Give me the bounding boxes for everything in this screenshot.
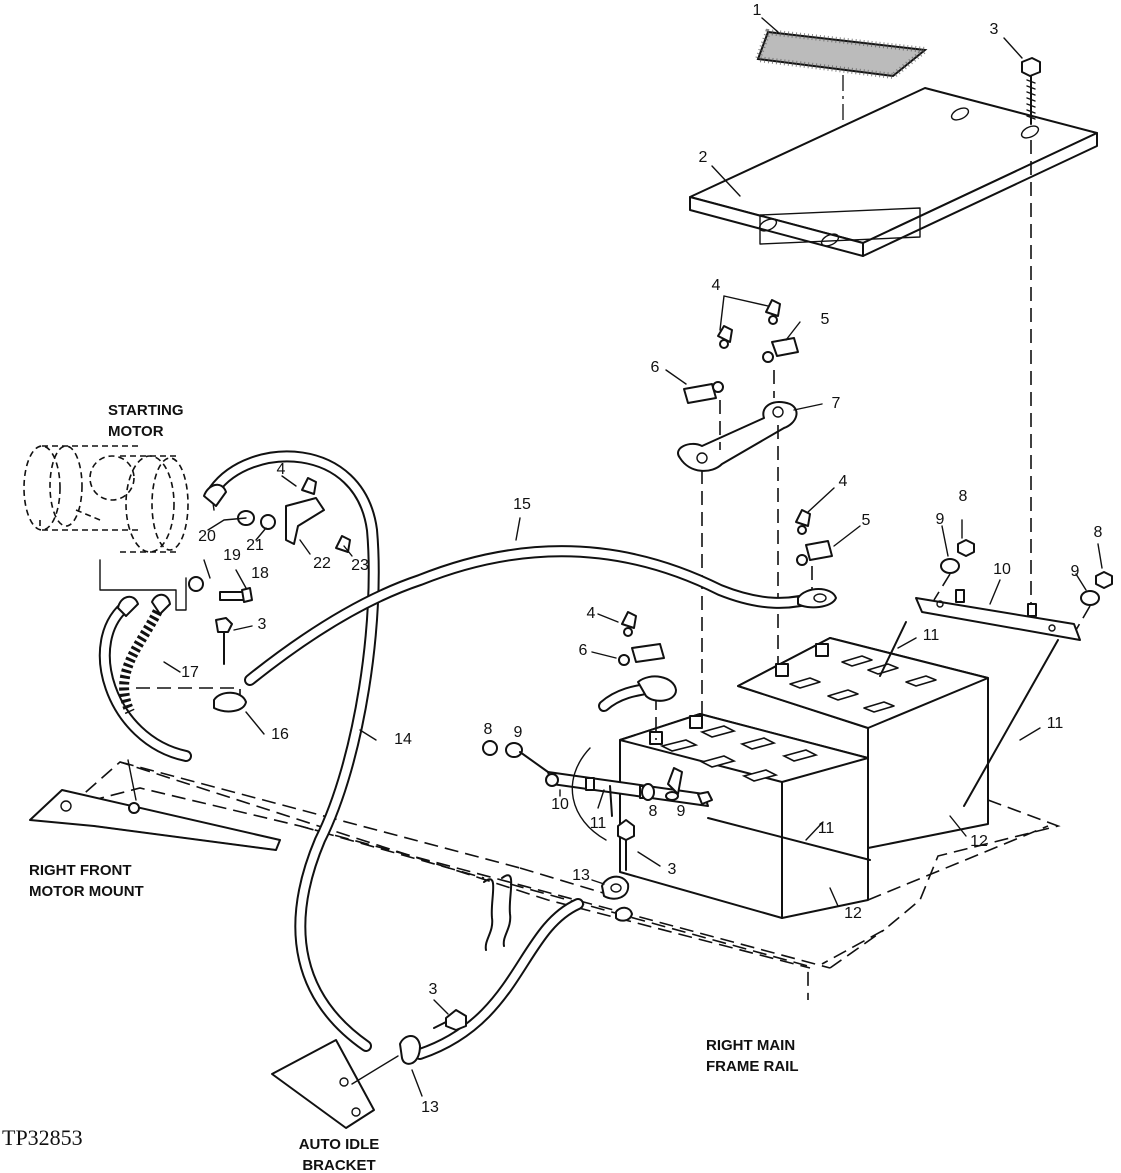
starting-motor-line-2: MOTOR bbox=[108, 423, 164, 440]
auto-idle-bracket-label: AUTO IDLE BRACKET bbox=[299, 1134, 380, 1173]
callout-5: 5 bbox=[861, 512, 871, 529]
callout-7: 7 bbox=[831, 395, 841, 412]
callout-20: 20 bbox=[198, 528, 216, 545]
front-battery-part bbox=[619, 713, 869, 919]
cable-13 bbox=[414, 898, 584, 1060]
callout-9: 9 bbox=[676, 803, 686, 820]
auto-idle-line-2: BRACKET bbox=[302, 1157, 376, 1173]
callout-11: 11 bbox=[1046, 715, 1064, 732]
callout-8: 8 bbox=[958, 488, 968, 505]
motor-mount-line-2: MOTOR MOUNT bbox=[29, 883, 144, 900]
frame-rail-line-2: FRAME RAIL bbox=[706, 1058, 799, 1075]
callout-3: 3 bbox=[428, 981, 438, 998]
cable-17 bbox=[98, 598, 192, 762]
frame-rail-line-1: RIGHT MAIN bbox=[706, 1037, 796, 1054]
auto-idle-line-1: AUTO IDLE bbox=[298, 1136, 380, 1153]
callout-9: 9 bbox=[513, 724, 523, 741]
callout-23: 23 bbox=[351, 557, 369, 574]
callout-1: 1 bbox=[752, 2, 762, 19]
callout-8: 8 bbox=[648, 803, 658, 820]
callout-9: 9 bbox=[935, 511, 945, 528]
left-clamp-hardware bbox=[482, 740, 713, 807]
auto-idle-bracket-part bbox=[271, 1039, 375, 1129]
callout-11: 11 bbox=[589, 815, 607, 832]
callout-19: 19 bbox=[223, 547, 241, 564]
starting-motor-label: STARTING MOTOR bbox=[108, 400, 184, 442]
front-terminal-hardware bbox=[618, 611, 665, 666]
callout-10: 10 bbox=[551, 796, 569, 813]
callout-14: 14 bbox=[394, 731, 412, 748]
callout-11: 11 bbox=[922, 627, 940, 644]
callout-12: 12 bbox=[844, 905, 862, 922]
hold-down-plate-part bbox=[689, 87, 1098, 257]
callout-16: 16 bbox=[271, 726, 289, 743]
callout-17: 17 bbox=[181, 664, 199, 681]
battery-cable-front bbox=[571, 675, 677, 841]
figure-id: TP32853 bbox=[2, 1125, 83, 1150]
callout-9: 9 bbox=[1070, 563, 1080, 580]
callout-10: 10 bbox=[993, 561, 1011, 578]
cable-15 bbox=[244, 545, 826, 686]
motor-mount-line-1: RIGHT FRONT bbox=[29, 862, 132, 879]
battery-pad-part bbox=[753, 28, 933, 80]
callout-13: 13 bbox=[421, 1099, 439, 1116]
upper-terminal-hardware bbox=[677, 295, 799, 472]
right-clamp-hardware bbox=[915, 539, 1113, 641]
callout-6: 6 bbox=[578, 642, 588, 659]
callout-22: 22 bbox=[313, 555, 331, 572]
callout-4: 4 bbox=[711, 277, 721, 294]
starting-motor-line-1: STARTING bbox=[108, 402, 184, 419]
callout-4: 4 bbox=[276, 461, 286, 478]
callout-15: 15 bbox=[513, 496, 531, 513]
callout-4: 4 bbox=[838, 473, 848, 490]
callout-4: 4 bbox=[586, 605, 596, 622]
callout-3: 3 bbox=[989, 21, 999, 38]
right-main-frame-rail-label: RIGHT MAIN FRAME RAIL bbox=[706, 1035, 799, 1077]
callout-8: 8 bbox=[483, 721, 493, 738]
callout-8: 8 bbox=[1093, 524, 1103, 541]
right-front-motor-mount-label: RIGHT FRONT MOTOR MOUNT bbox=[29, 860, 144, 902]
right-front-motor-mount-part bbox=[29, 789, 281, 851]
callout-13: 13 bbox=[572, 867, 590, 884]
middle-terminal-hardware bbox=[795, 509, 833, 566]
starter-terminal-hardware bbox=[188, 477, 351, 665]
callout-11: 11 bbox=[817, 820, 835, 837]
starting-motor-part bbox=[23, 445, 189, 553]
callout-3: 3 bbox=[667, 861, 677, 878]
callout-21: 21 bbox=[246, 537, 264, 554]
callout-2: 2 bbox=[698, 149, 708, 166]
callout-18: 18 bbox=[251, 565, 269, 582]
callout-3: 3 bbox=[257, 616, 267, 633]
cable-14 bbox=[208, 450, 380, 1052]
callout-12: 12 bbox=[970, 833, 988, 850]
callout-6: 6 bbox=[650, 359, 660, 376]
bolt-top-part bbox=[1021, 57, 1041, 125]
callout-5: 5 bbox=[820, 311, 830, 328]
